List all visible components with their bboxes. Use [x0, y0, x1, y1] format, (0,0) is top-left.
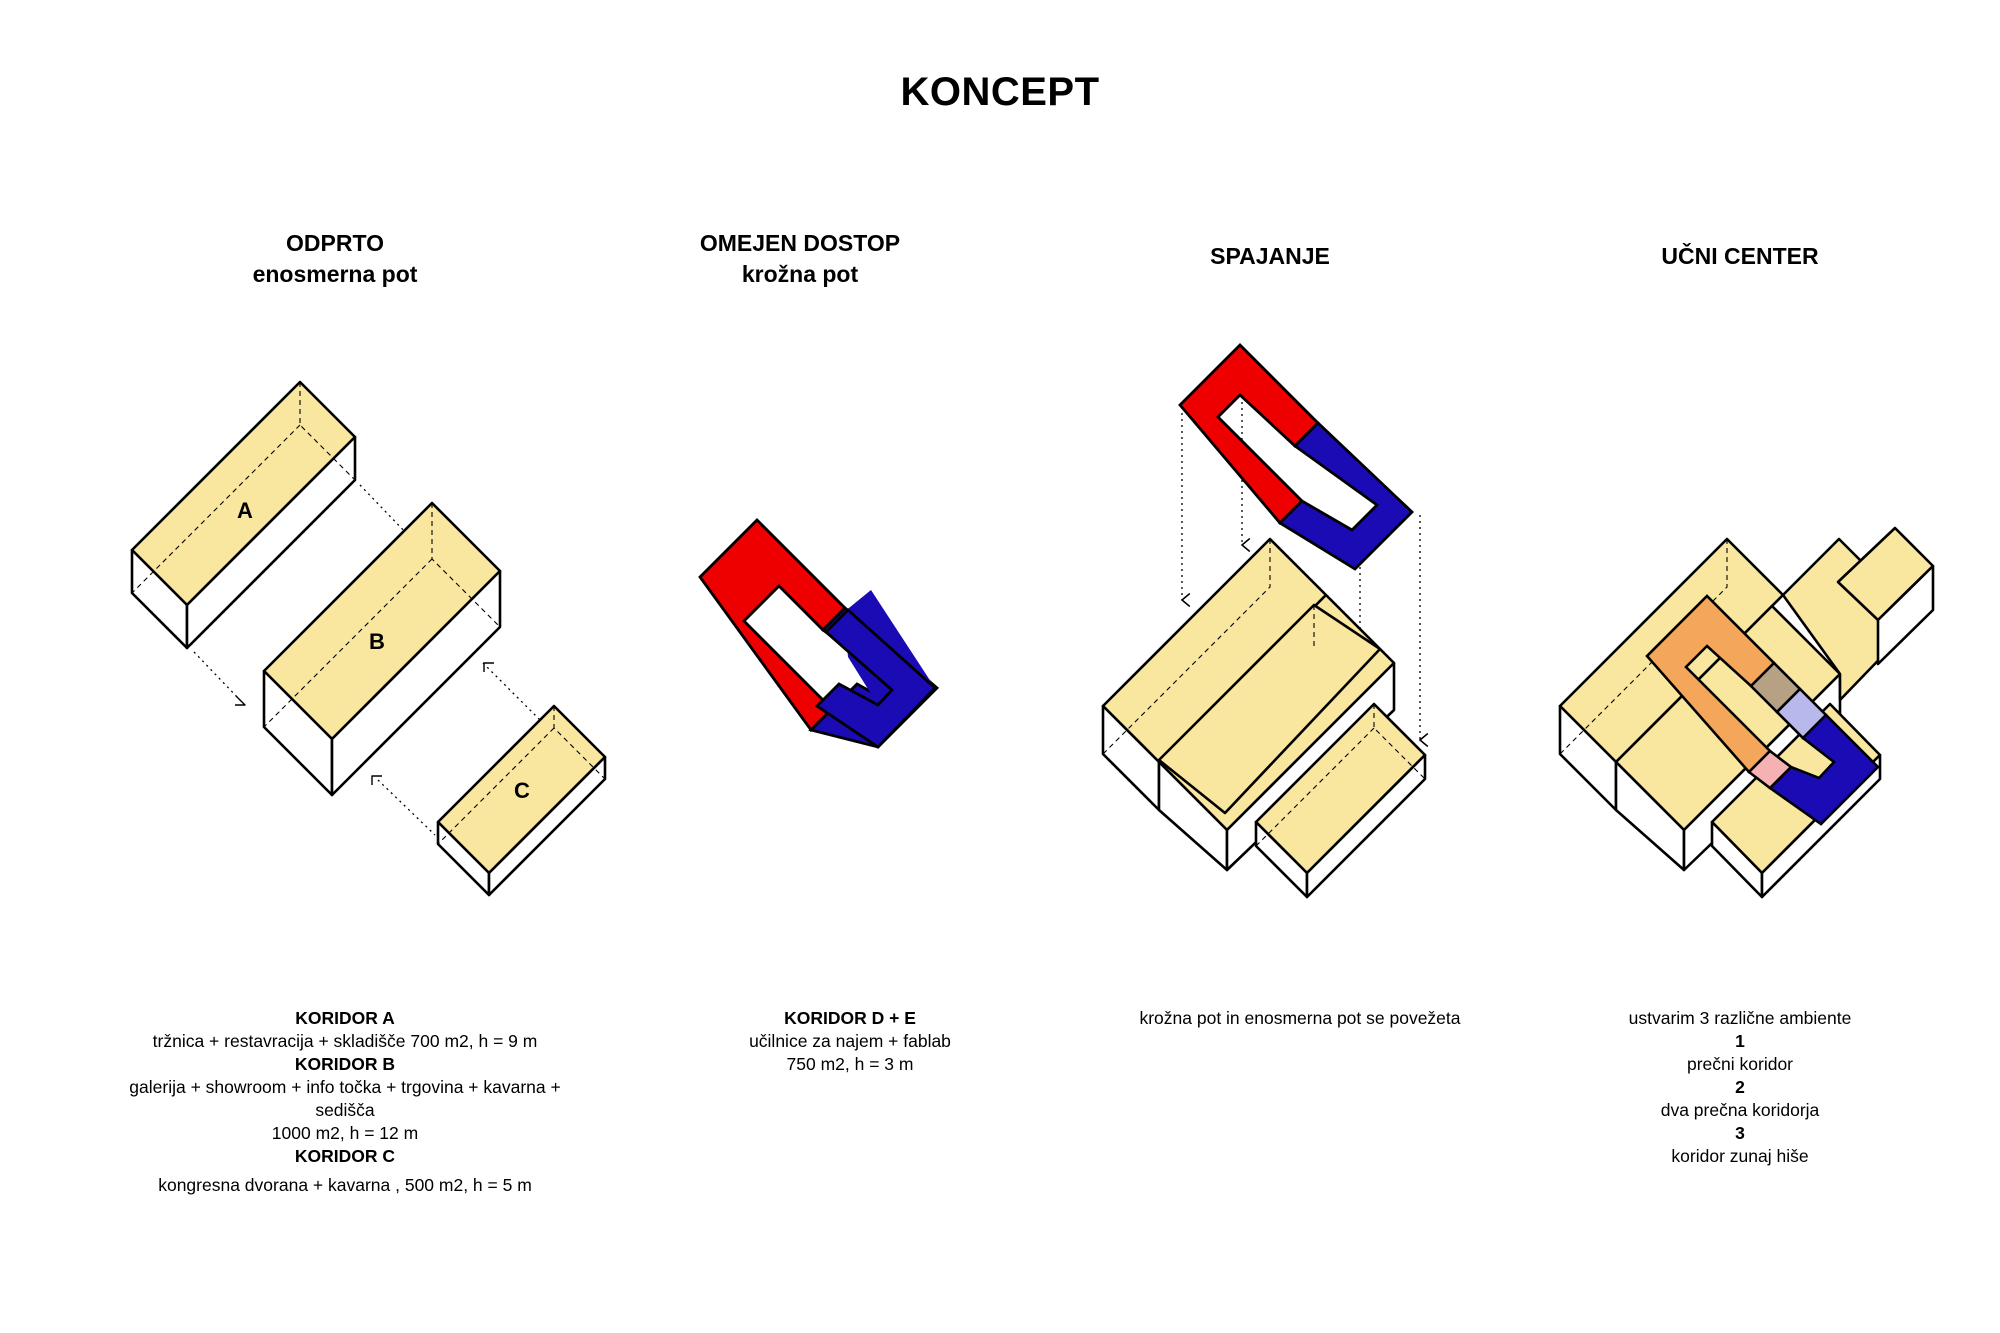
ucni-text-4: koridor zunaj hiše — [1671, 1146, 1809, 1166]
ucni-text-3: dva prečna koridorja — [1660, 1100, 1820, 1120]
koridor-de-title: KORIDOR D + E — [784, 1008, 916, 1028]
ucni-number-3: 3 — [1735, 1123, 1745, 1143]
diagram-odprto: A B C — [130, 380, 607, 897]
column-heading-omejen-dostop: OMEJEN DOSTOP krožna pot — [640, 228, 960, 290]
diagram-spajanje — [1101, 343, 1429, 899]
heading-label: ODPRTO — [286, 230, 384, 256]
column-heading-ucni-center: UČNI CENTER — [1590, 241, 1890, 272]
subheading-label: enosmerna pot — [252, 261, 418, 287]
volume-b — [262, 501, 502, 797]
volume-label-c: C — [514, 778, 530, 803]
koridor-a-title: KORIDOR A — [295, 1008, 395, 1028]
caption-spajanje: krožna pot in enosmerna pot se povežeta — [1100, 1007, 1500, 1030]
heading-label: UČNI CENTER — [1661, 243, 1819, 269]
heading-label: OMEJEN DOSTOP — [699, 230, 901, 256]
diagram-ucni-center — [1558, 526, 1935, 899]
koridor-b-title: KORIDOR B — [294, 1054, 396, 1074]
koridor-de-text-2: 750 m2, h = 3 m — [786, 1054, 914, 1074]
dotted-connectors — [193, 484, 546, 836]
volume-label-a: A — [237, 498, 253, 523]
caption-odprto: KORIDOR A tržnica + restavracija + sklad… — [110, 1007, 580, 1197]
koridor-c-text: kongresna dvorana + kavarna , 500 m2, h … — [158, 1175, 532, 1195]
heading-label: SPAJANJE — [1210, 243, 1330, 269]
learning-volume-back — [1559, 526, 1935, 755]
route-loop-translucent — [1645, 594, 1880, 826]
diagram-omejen-dostop — [698, 518, 940, 749]
column-heading-odprto: ODPRTO enosmerna pot — [180, 228, 490, 290]
ucni-number-1: 1 — [1735, 1031, 1745, 1051]
subheading-label: krožna pot — [741, 261, 859, 287]
volume-c — [436, 704, 607, 897]
ucni-number-2: 2 — [1735, 1077, 1745, 1097]
merged-volume-right — [1254, 702, 1427, 899]
koridor-b-text-2: sedišča — [315, 1100, 375, 1120]
koridor-b-text-1: galerija + showroom + info točka + trgov… — [129, 1077, 561, 1097]
koridor-de-text-1: učilnice za najem + fablab — [749, 1031, 951, 1051]
caption-omejen-dostop: KORIDOR D + E učilnice za najem + fablab… — [680, 1007, 1020, 1076]
route-loop-floating — [1178, 343, 1415, 571]
column-heading-spajanje: SPAJANJE — [1120, 241, 1420, 272]
ucni-text-1: ustvarim 3 različne ambiente — [1628, 1008, 1852, 1028]
page-title: KONCEPT — [900, 70, 1100, 114]
ucni-text-2: prečni koridor — [1686, 1054, 1794, 1074]
volume-label-b: B — [369, 629, 385, 654]
koridor-a-text: tržnica + restavracija + skladišče 700 m… — [152, 1031, 538, 1051]
caption-ucni-center: ustvarim 3 različne ambiente 1 prečni ko… — [1580, 1007, 1900, 1168]
koridor-b-text-3: 1000 m2, h = 12 m — [271, 1123, 419, 1143]
volume-a — [130, 380, 357, 650]
koridor-c-title: KORIDOR C — [294, 1146, 396, 1166]
spajanje-text: krožna pot in enosmerna pot se povežeta — [1139, 1008, 1461, 1028]
route-loop-blue — [808, 590, 940, 749]
